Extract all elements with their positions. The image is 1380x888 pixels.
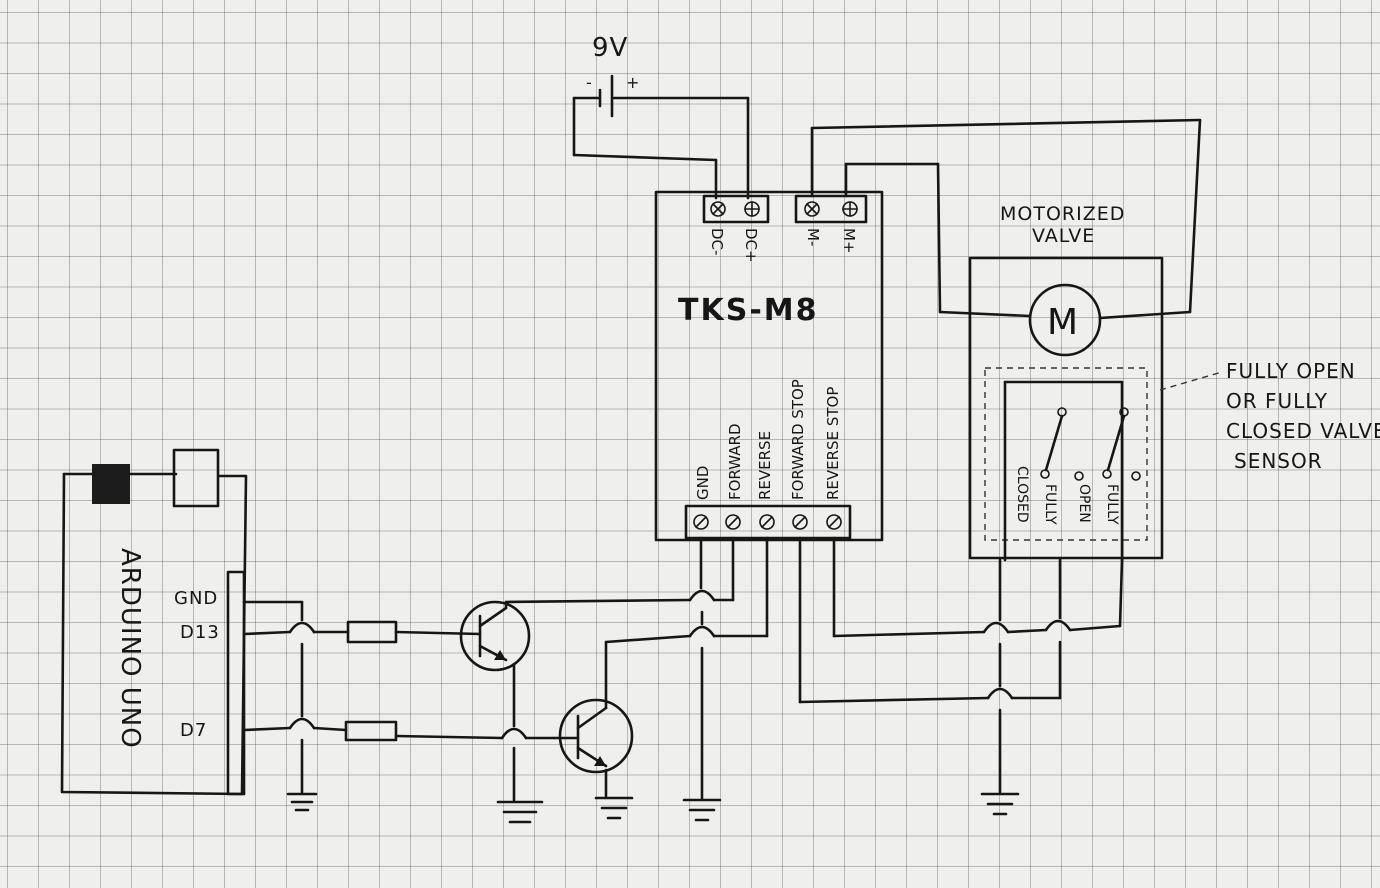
valve-title-line1: MOTORIZED (1000, 203, 1125, 225)
sensor-note-line3: CLOSED VALVE (1226, 419, 1380, 443)
controller-name: TKS-M8 (678, 293, 819, 328)
power-jack (172, 448, 220, 508)
motor-terminal-block (794, 194, 868, 224)
q1-emitter-wiring (496, 727, 556, 824)
sensor-note-line4: SENSOR (1234, 449, 1323, 473)
terminal-label-reverse-stop: REVERSE STOP (824, 387, 842, 500)
switch-label-closed: CLOSED (1014, 466, 1030, 523)
sensor-wiring (980, 558, 1124, 816)
switch-label-fully-1: FULLY (1042, 484, 1058, 525)
terminal-label-forward: FORWARD (726, 424, 744, 501)
valve-box (968, 256, 1164, 560)
terminal-label-dc-minus: DC- (708, 228, 726, 255)
battery-plus-label: + (626, 73, 639, 92)
switch-label-fully-2: FULLY (1104, 484, 1120, 525)
battery-minus-label: - (586, 73, 592, 92)
transistor-q2 (552, 634, 692, 820)
arduino-pin-gnd: GND (174, 588, 218, 609)
battery-symbol (572, 74, 750, 200)
valve-title-line2: VALVE (1032, 225, 1095, 247)
transistor-q1 (459, 598, 692, 728)
signal-terminal-block (684, 504, 852, 540)
arduino-pin-d7: D7 (180, 720, 207, 741)
terminal-label-dc-plus: DC+ (742, 228, 760, 263)
terminal-label-m-plus: M+ (840, 228, 858, 254)
controller-signal-wiring (682, 536, 990, 822)
terminal-label-reverse: REVERSE (756, 431, 774, 500)
limit-switches (1003, 380, 1141, 562)
controller-box (654, 190, 884, 542)
arduino-board (60, 448, 248, 796)
terminal-label-forward-stop: FORWARD STOP (789, 379, 807, 500)
motor-symbol (1028, 283, 1102, 357)
usb-connector (92, 464, 130, 504)
arduino-name: ARDUINO UNO (115, 548, 145, 749)
pin-header (226, 570, 246, 796)
power-terminal-block (702, 194, 770, 224)
sensor-note-leader (1159, 371, 1223, 391)
arduino-pin-d13: D13 (180, 622, 220, 643)
battery-voltage-label: 9V (592, 33, 628, 63)
motor-wires (810, 118, 1202, 320)
terminal-label-m-minus: M- (804, 228, 822, 246)
terminal-label-gnd: GND (694, 466, 712, 500)
sensor-note-line1: FULLY OPEN (1226, 359, 1356, 383)
sensor-note-line2: OR FULLY (1226, 389, 1328, 413)
arduino-wiring (242, 600, 504, 794)
motor-symbol-letter: M (1047, 302, 1078, 343)
ground-symbol-1 (286, 792, 318, 812)
switch-label-open: OPEN (1076, 484, 1092, 523)
sensor-dashed-outline (984, 367, 1148, 541)
